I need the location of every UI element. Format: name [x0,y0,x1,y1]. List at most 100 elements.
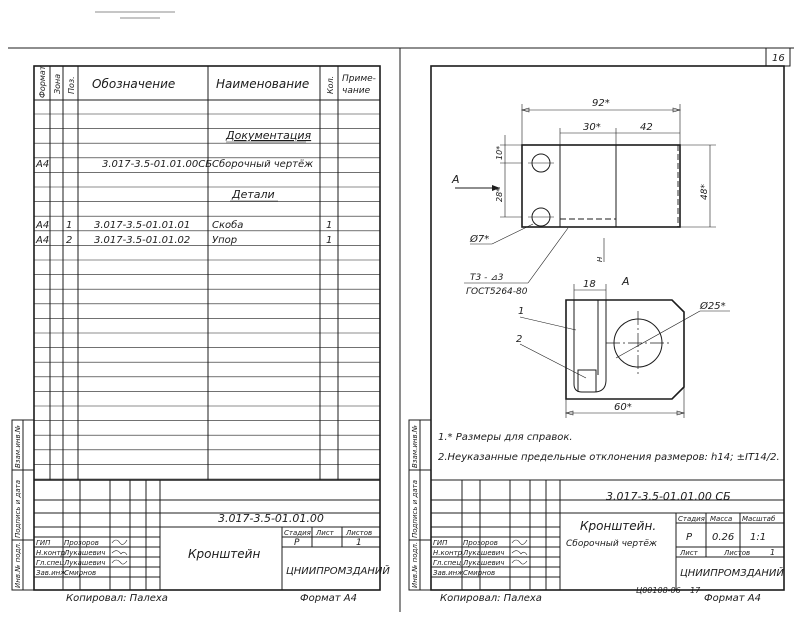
side-inv-orig: Инв.№ подл. [14,542,22,588]
r-stamp-role: Зав.инж [433,569,464,577]
page-number-box [765,47,791,67]
dim-left-mid: 28* [495,188,504,202]
hdr-note-1: Приме- [342,74,376,84]
stamp-role: Зав.инж [36,569,67,577]
r-stamp-scale: 1:1 [750,532,766,543]
bracket-outline [521,144,681,228]
assembly-frame [430,65,785,591]
footer-format-right: Формат А4 [704,593,761,604]
big-hole-dia: Ø25* [699,300,726,312]
row-name: Упор [212,235,237,246]
stamp-designation: 3.017-3.5-01.01.00 [218,512,324,525]
hdr-zone: Зона [53,74,62,94]
r-stamp-role: ГИП [433,539,448,547]
footer-copied-right: Копировал: Палеха [440,593,542,604]
r-stamp-mass: 0.26 [712,532,734,543]
weld-standard: ГОСТ5264-80 [466,287,528,297]
signature-mark [111,550,128,556]
weld-symbol: Т3 - ⊿3 [470,273,504,283]
side-inv-orig: Инв.№ подл. [411,542,419,588]
callout-2: 2 [516,334,522,345]
callout-leader [519,316,577,331]
signature-mark [111,559,128,565]
r-stamp-scale-label: Масштаб [742,515,776,523]
spec-row: А4 3.017-3.5-01.01.00СБ Сборочный чертёж [35,158,313,170]
stamp-sheets-label: Листов [345,529,372,537]
dim-18: 18 [583,279,596,290]
r-stamp-stage: Р [686,532,693,543]
callout-leader [519,343,587,379]
dim-a: 30* [583,122,601,133]
section-details: Детали [231,188,275,201]
stamp-person: Смирнов [64,569,96,577]
footer-sheet-no: 17 [690,586,701,595]
view-label: А [621,275,630,288]
r-stamp-mass-label: Масса [710,515,732,523]
r-stamp-subtitle: Сборочный чертёж [566,539,658,549]
spec-frame [33,65,381,591]
stamp-sheets: 1 [356,538,362,548]
r-stamp-role: Гл.спец [433,559,461,567]
spec-sheet: Формат Зона Поз. Обозначение Наименовани… [11,65,390,604]
footer-copied-left: Копировал: Палеха [66,593,168,604]
stamp-person: Лукашевич [63,559,105,567]
view-arrow-letter: А [451,173,460,186]
r-stamp-person: Прозоров [463,539,498,547]
stamp-stage-label: Стадия [284,529,311,537]
clip-part [566,299,607,393]
row-format: А4 [35,235,49,246]
h-mark: Н [596,256,604,262]
stop-part [577,369,597,392]
leader-line [615,310,701,359]
spec-row-lines [34,113,380,480]
r-stamp-sheets-label: Листов [723,549,750,557]
r-stamp-title: Кронштейн. [580,519,656,533]
left-side-strip: Инв.№ подл. Подпись и дата Взам.инв.№ [11,419,35,591]
footer-doc-code: Ц00108-06 [636,586,681,595]
spec-row: А4 1 3.017-3.5-01.01.01 Скоба 1 [35,219,332,231]
leader-line [527,227,569,284]
view-a: А Ø25* 18 60* [516,275,730,418]
stamp-sheet-label: Лист [315,529,335,537]
side-inv-dup: Взам.инв.№ [411,425,419,468]
signature-mark [511,539,528,545]
stamp-role: Гл.спец [36,559,64,567]
row-designation: 3.017-3.5-01.01.01 [94,220,190,231]
stamp-role: ГИП [36,539,51,547]
side-sign-date: Подпись и дата [411,480,419,538]
hdr-pos: Поз. [67,76,76,94]
dim-total: 92* [592,98,610,109]
row-qty: 1 [326,220,332,231]
signature-mark [511,559,528,565]
dim-60: 60* [614,402,632,413]
dim-arrows [520,107,682,113]
dim-height: 48* [700,184,710,200]
r-stamp-designation: 3.017-3.5-01.01.00 СБ [606,490,731,503]
row-format: А4 [35,220,49,231]
stamp-title: Кронштейн [188,547,260,561]
right-title-block: 3.017-3.5-01.01.00 СБ Кронштейн. Сборочн… [431,479,784,590]
r-stamp-stage-label: Стадия [678,515,705,523]
r-stamp-organization: ЦНИИПРОМЗДАНИЙ [680,566,784,579]
note-1: 1.* Размеры для справок. [438,432,573,443]
view-arrow-head [492,185,500,191]
hdr-name: Наименование [216,77,309,91]
r-stamp-sheet-label: Лист [679,549,699,557]
note-2: 2.Неуказанные предельные отклонения разм… [438,452,780,463]
left-title-block: 3.017-3.5-01.01.00 Кронштейн Стадия Лист… [34,480,390,590]
dim-b: 42 [640,122,653,133]
page-number: 16 [772,53,785,64]
footer-format-left: Формат А4 [300,593,357,604]
leader-line [491,223,534,245]
signature-mark [111,539,128,545]
hdr-qty: Кол. [326,76,335,94]
front-view: 92* 30* 42 48* 10* 28* А Ø7 [451,98,716,297]
hdr-note-2: чание [342,86,371,96]
spec-row: А4 2 3.017-3.5-01.01.02 Упор 1 [35,235,332,246]
r-stamp-person: Лукашевич [462,549,504,557]
stamp-person: Прозоров [64,539,99,547]
r-stamp-person: Лукашевич [462,559,504,567]
right-side-strip: Инв.№ подл. Подпись и дата Взам.инв.№ [408,419,432,591]
stamp-role: Н.контр [36,549,66,557]
